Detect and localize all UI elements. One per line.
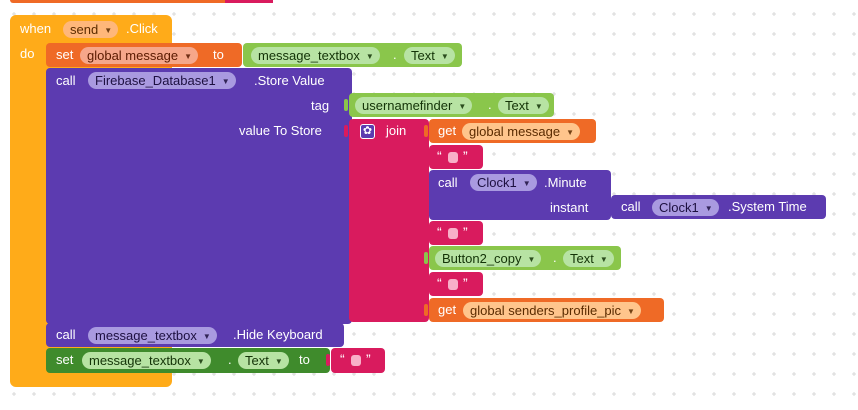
getter-component-dropdown[interactable]: Button2_copy▼: [435, 250, 542, 267]
hide-keyboard-method-label: .Hide Keyboard: [233, 327, 323, 342]
separator-string-2[interactable]: “ ”: [429, 221, 483, 245]
get-label: get: [438, 123, 457, 138]
getter-component-dropdown[interactable]: usernamefinder▼: [355, 97, 473, 114]
get-global-message-block[interactable]: get global message▼: [429, 119, 596, 143]
store-value-method-label: .Store Value: [254, 73, 325, 88]
minute-method-label: .Minute: [544, 175, 587, 190]
dropdown-arrow-icon: ▼: [458, 102, 467, 111]
dropdown-arrow-icon: ▼: [527, 255, 536, 264]
getter-property-dropdown[interactable]: Text▼: [563, 250, 614, 267]
empty-string-block[interactable]: “ ”: [331, 348, 385, 373]
close-quote: ”: [463, 148, 468, 164]
set-label: set: [56, 47, 74, 62]
get-global-senders-profile-pic-block[interactable]: get global senders_profile_pic▼: [429, 298, 664, 322]
global-message-dropdown[interactable]: global message▼: [80, 47, 198, 64]
socket-notch: [238, 49, 242, 61]
set-label: set: [56, 352, 74, 367]
dropdown-arrow-icon: ▼: [534, 102, 543, 111]
string-value-field[interactable]: [448, 152, 458, 163]
close-quote: ”: [366, 351, 371, 367]
join-block[interactable]: ✿ join: [349, 119, 429, 322]
dropdown-arrow-icon: ▼: [196, 357, 205, 366]
open-quote: “: [437, 275, 442, 291]
to-label: to: [213, 47, 224, 62]
dropdown-arrow-icon: ▼: [566, 128, 574, 137]
dropdown-arrow-icon: ▼: [627, 307, 635, 316]
get-label: get: [438, 302, 457, 317]
dropdown-arrow-icon: ▼: [184, 52, 192, 61]
system-time-method-label: .System Time: [728, 199, 807, 214]
open-quote: “: [437, 224, 442, 240]
clock-system-time-block[interactable]: call Clock1▼ .System Time: [611, 195, 826, 219]
socket-notch: [606, 201, 610, 213]
get-variable-dropdown[interactable]: global senders_profile_pic▼: [463, 302, 641, 319]
dropdown-arrow-icon: ▼: [522, 179, 531, 188]
call-label: call: [56, 73, 76, 88]
close-quote: ”: [463, 224, 468, 240]
event-component-dropdown[interactable]: send▼: [63, 21, 119, 38]
dropdown-arrow-icon: ▼: [274, 357, 283, 366]
close-quote: ”: [463, 275, 468, 291]
join-label: join: [386, 123, 407, 138]
dropdown-arrow-icon: ▼: [440, 52, 449, 61]
top-block-fragment: [10, 0, 272, 3]
separator-string-3[interactable]: “ ”: [429, 272, 483, 296]
clock-component-dropdown[interactable]: Clock1▼: [652, 199, 719, 216]
separator-string-1[interactable]: “ ”: [429, 145, 483, 169]
dropdown-arrow-icon: ▼: [704, 204, 713, 213]
setter-property-dropdown[interactable]: Text▼: [238, 352, 289, 369]
string-value-field[interactable]: [448, 228, 458, 239]
call-label: call: [621, 199, 641, 214]
button2-copy-text-getter[interactable]: Button2_copy▼ . Text▼: [429, 246, 621, 270]
dot-label: .: [393, 47, 397, 62]
message-textbox-text-getter[interactable]: message_textbox▼ . Text▼: [243, 43, 462, 67]
socket-notch: [326, 354, 330, 366]
dropdown-arrow-icon: ▼: [599, 255, 608, 264]
open-quote: “: [340, 351, 345, 367]
do-label: do: [20, 46, 35, 61]
string-value-field[interactable]: [448, 279, 458, 290]
socket-notch: [344, 125, 348, 137]
open-quote: “: [437, 148, 442, 164]
dropdown-arrow-icon: ▼: [104, 26, 113, 35]
clock-minute-block[interactable]: call Clock1▼ .Minute instant: [429, 170, 611, 220]
firebase-component-dropdown[interactable]: Firebase_Database1▼: [88, 72, 236, 89]
getter-property-dropdown[interactable]: Text▼: [404, 47, 455, 64]
hide-keyboard-block[interactable]: call message_textbox▼ .Hide Keyboard: [46, 323, 344, 347]
to-label: to: [299, 352, 310, 367]
setter-component-dropdown[interactable]: message_textbox▼: [82, 352, 211, 369]
usernamefinder-text-getter[interactable]: usernamefinder▼ . Text▼: [349, 93, 554, 117]
getter-property-dropdown[interactable]: Text▼: [498, 97, 549, 114]
set-textbox-text-block[interactable]: set message_textbox▼ . Text▼ to: [46, 348, 330, 373]
socket-notch: [344, 99, 348, 111]
socket-notch: [424, 304, 428, 316]
socket-notch: [424, 125, 428, 137]
get-variable-dropdown[interactable]: global message▼: [462, 123, 580, 140]
set-global-message-block[interactable]: set global message▼ to: [46, 43, 242, 67]
when-label: when: [20, 21, 52, 36]
top-block-fragment-2: [225, 0, 273, 3]
socket-notch: [424, 252, 428, 264]
getter-component-dropdown[interactable]: message_textbox▼: [251, 47, 380, 64]
dropdown-arrow-icon: ▼: [202, 332, 211, 341]
dropdown-arrow-icon: ▼: [365, 52, 374, 61]
tag-label: tag: [311, 98, 330, 113]
dropdown-arrow-icon: ▼: [221, 77, 230, 86]
dot-label: .: [228, 352, 232, 367]
string-value-field[interactable]: [351, 355, 361, 366]
call-label: call: [438, 175, 458, 190]
instant-label: instant: [550, 200, 589, 215]
clock-component-dropdown[interactable]: Clock1▼: [470, 174, 537, 191]
firebase-store-value-block[interactable]: call Firebase_Database1▼ .Store Value ta…: [46, 68, 352, 324]
dot-label: .: [488, 97, 492, 112]
gear-icon[interactable]: ✿: [360, 124, 375, 139]
dot-label: .: [553, 250, 557, 265]
value-to-store-label: value To Store: [239, 123, 322, 138]
hide-component-dropdown[interactable]: message_textbox▼: [88, 327, 217, 344]
call-label: call: [56, 327, 76, 342]
event-name-label: .Click: [126, 21, 158, 36]
